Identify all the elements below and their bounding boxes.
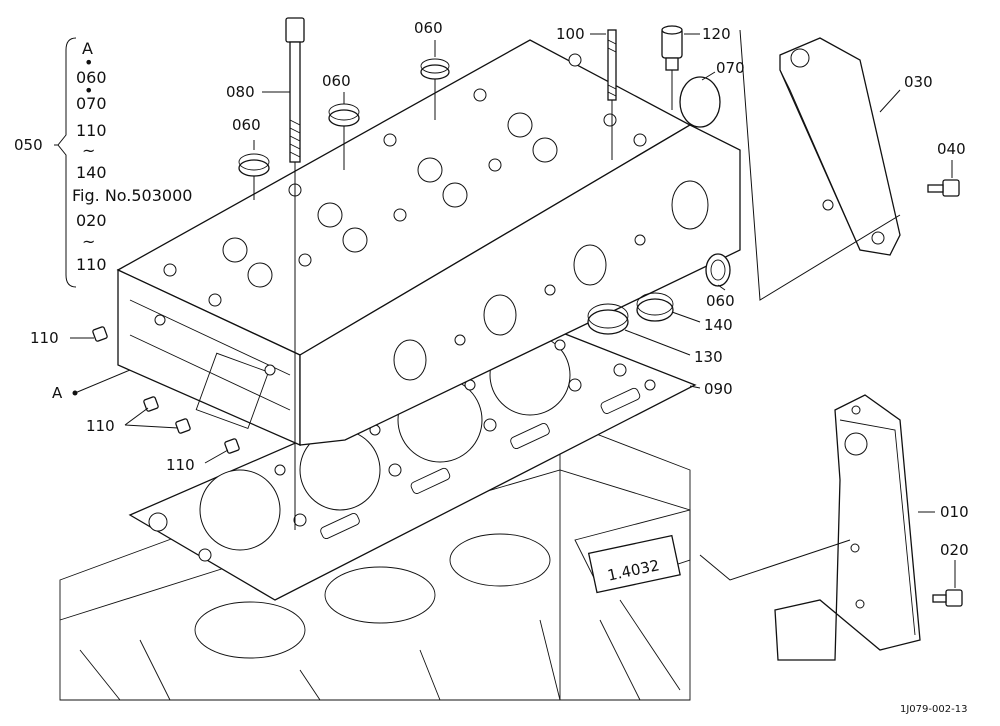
- nut-110-a: [92, 326, 108, 342]
- label-120: 120: [702, 25, 731, 43]
- label-060-2: 060: [322, 72, 351, 90]
- fitting-120: [661, 25, 683, 110]
- group-item-110: 110: [76, 121, 107, 140]
- group-item-070: 070: [76, 94, 107, 113]
- cylinder-head: [116, 39, 741, 446]
- group-sep-2: •: [84, 81, 93, 100]
- label-110-c: 110: [166, 456, 195, 474]
- seal-060-side: [705, 253, 731, 287]
- label-050: 050: [14, 136, 43, 154]
- seal-140: [636, 292, 674, 322]
- nut-110-c: [175, 418, 191, 434]
- group-sep-1: •: [84, 53, 93, 72]
- label-140: 140: [704, 316, 733, 334]
- label-020: 020: [940, 541, 969, 559]
- label-080: 080: [226, 83, 255, 101]
- nut-110-d: [224, 438, 240, 454]
- cap-070: [679, 76, 721, 128]
- bolt-040: [927, 179, 960, 197]
- label-060-3: 060: [414, 19, 443, 37]
- group-050-bracket: [54, 37, 77, 288]
- label-040: 040: [937, 140, 966, 158]
- group-050-list: A • 060 • 070 110 ~ 140 Fig. No.503000 0…: [72, 39, 192, 274]
- leader-lines: [70, 33, 956, 588]
- seal-060-1: [238, 153, 270, 200]
- seal-130: [587, 303, 629, 335]
- reference-code: 1J079-002-13: [900, 704, 967, 715]
- label-060-side: 060: [706, 292, 735, 310]
- head-bolt-080: [285, 17, 305, 530]
- group-item-140: 140: [76, 163, 107, 182]
- label-090: 090: [704, 380, 733, 398]
- label-130: 130: [694, 348, 723, 366]
- label-100: 100: [556, 25, 585, 43]
- group-item-a: A: [82, 39, 93, 58]
- label-060-1: 060: [232, 116, 261, 134]
- group-sep-4: ~: [82, 232, 95, 251]
- group-item-020: 020: [76, 211, 107, 230]
- part-labels: 080 060 060 060 100 120 070 030 040 060 …: [14, 19, 969, 559]
- group-item-110b: 110: [76, 255, 107, 274]
- bracket-030: [739, 29, 901, 301]
- engine-block: 1.4032: [59, 419, 691, 701]
- block-stamp-plate: [587, 534, 681, 594]
- bolt-020: [932, 589, 963, 607]
- group-sep-3: ~: [82, 141, 95, 160]
- nut-110-b: [143, 396, 159, 412]
- group-item-060: 060: [76, 68, 107, 87]
- group-item-fig-no: Fig. No.503000: [72, 186, 192, 205]
- label-010: 010: [940, 503, 969, 521]
- seal-060-3: [420, 58, 450, 120]
- bracket-010: [699, 394, 921, 661]
- stud-100: [607, 29, 617, 160]
- label-110-a: 110: [30, 329, 59, 347]
- label-030: 030: [904, 73, 933, 91]
- head-gasket: [128, 329, 697, 601]
- label-110-b: 110: [86, 417, 115, 435]
- label-point-a: A: [52, 384, 63, 402]
- label-070: 070: [716, 59, 745, 77]
